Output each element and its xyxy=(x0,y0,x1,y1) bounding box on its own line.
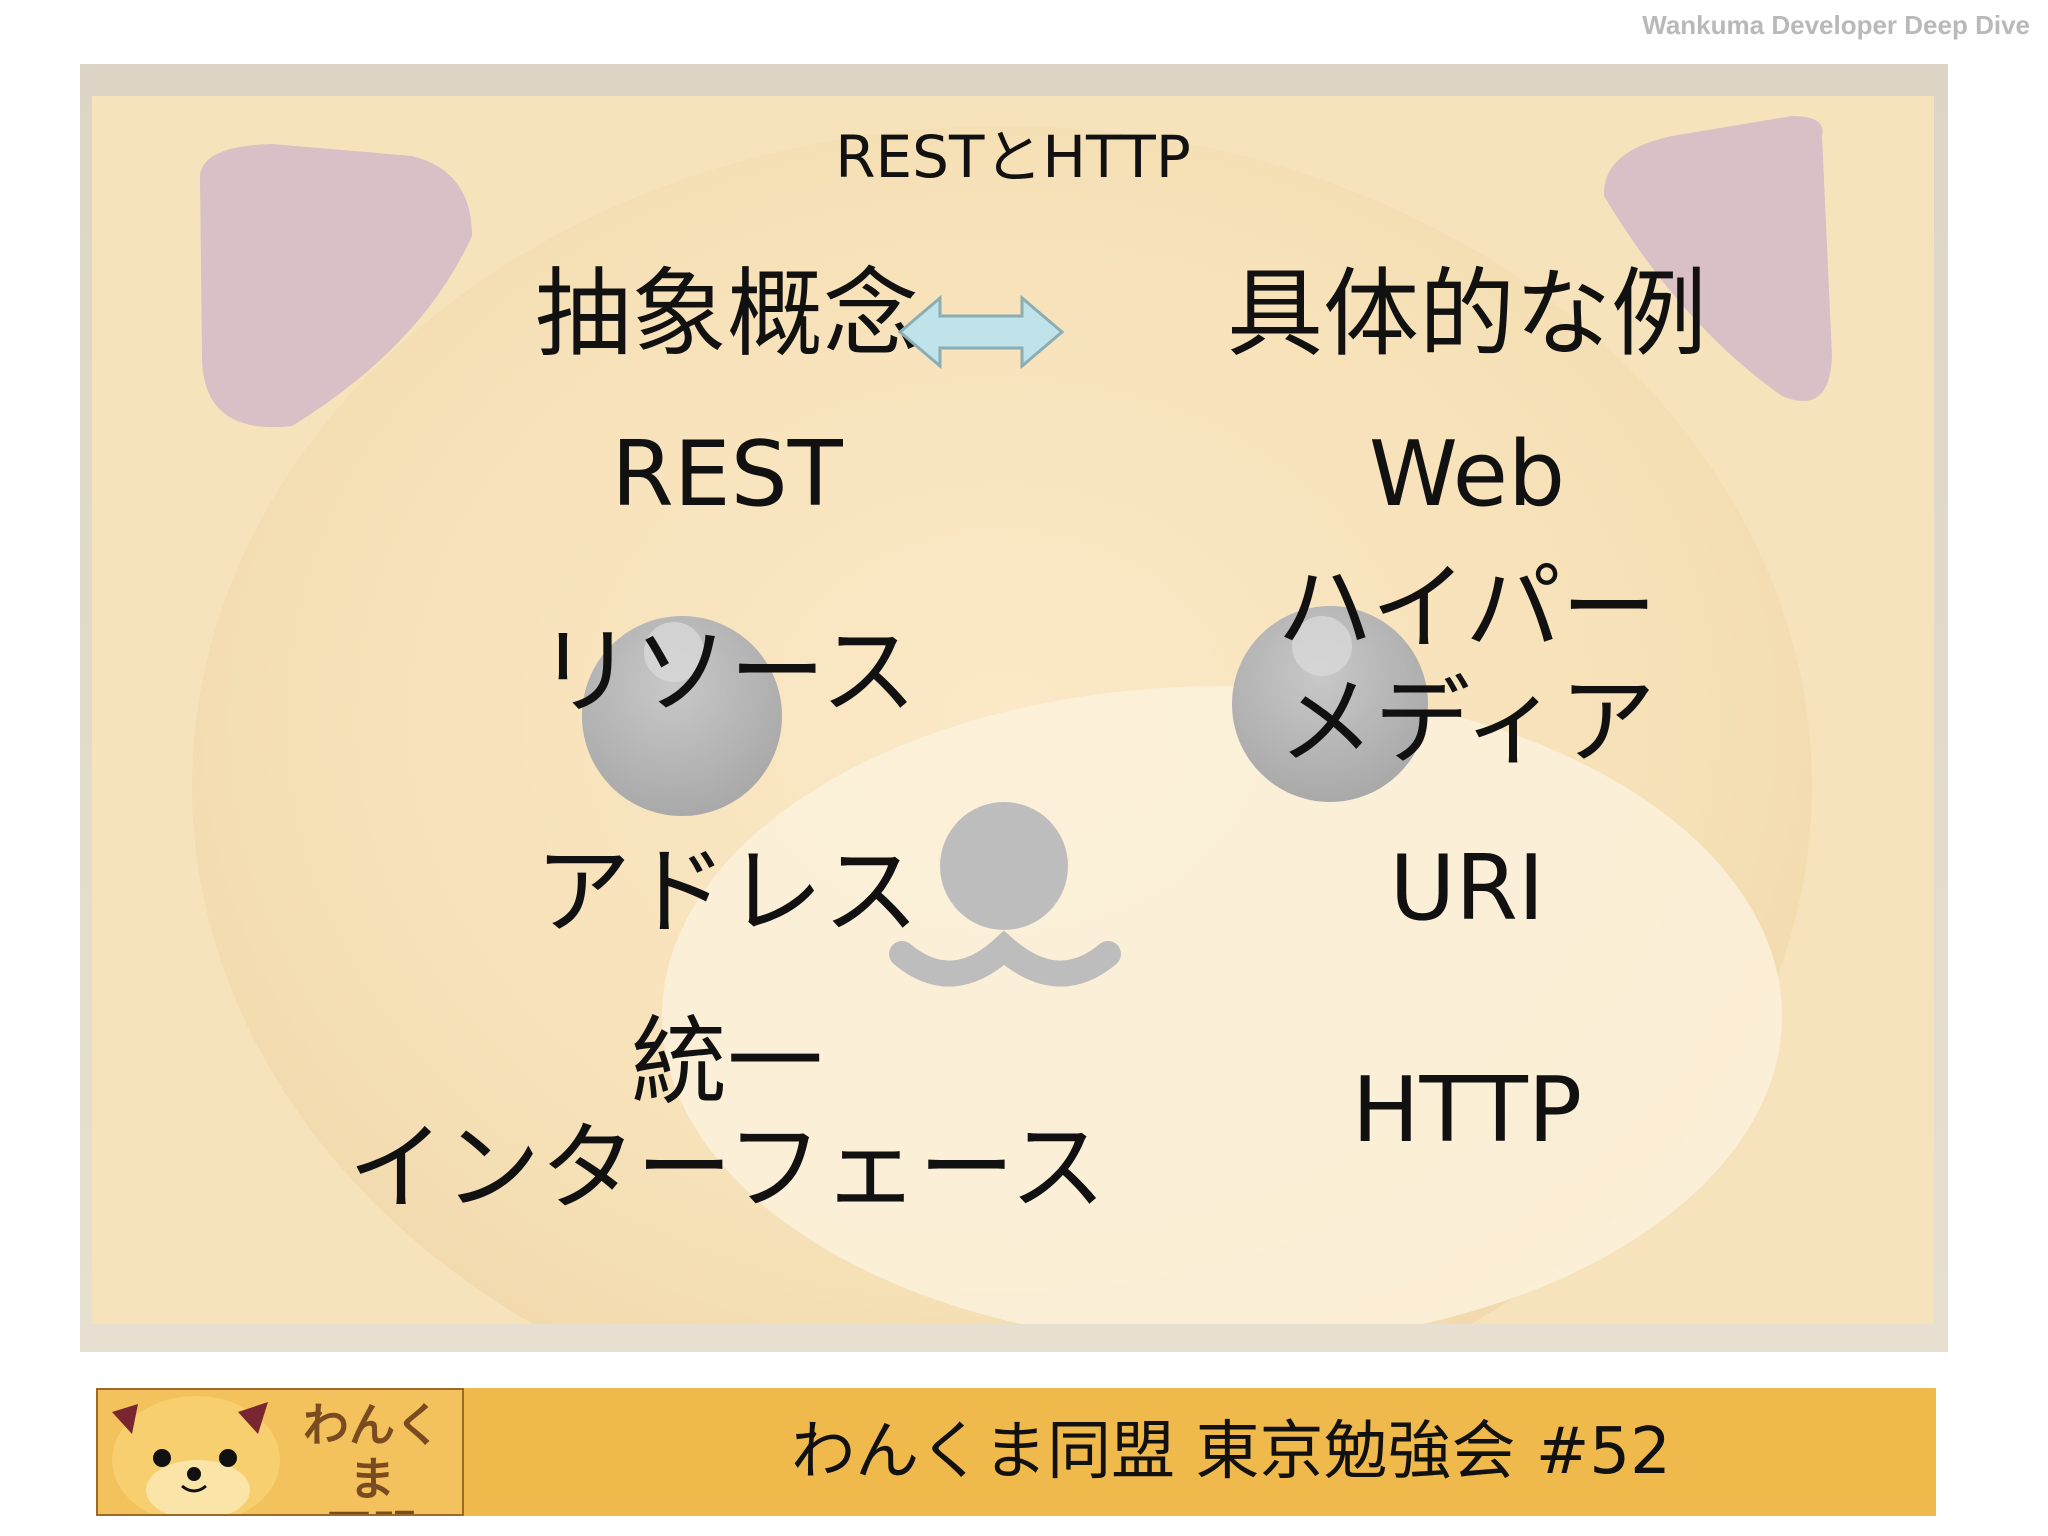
logo-text-line1: わんくま xyxy=(303,1398,441,1506)
left-item-resource: リソース xyxy=(537,616,917,728)
slide-title: RESTとHTTP xyxy=(835,123,1191,191)
double-arrow-icon xyxy=(897,294,1065,370)
left-item-uniform: 統一 xyxy=(631,1006,823,1118)
right-ear-shape xyxy=(1603,116,1832,401)
left-eye-shape xyxy=(582,616,782,816)
slide: RESTとHTTP 抽象概念 具体的な例 REST Web リソース ハイパー … xyxy=(92,96,1934,1324)
right-heading: 具体的な例 xyxy=(1227,258,1707,370)
footer-bar: わんくま 同盟 わんくま同盟 東京勉強会 #52 xyxy=(96,1388,1936,1516)
bear-logo-icon xyxy=(112,1396,280,1514)
right-item-hyper: ハイパー xyxy=(1276,552,1658,664)
bear-face-background xyxy=(92,96,1934,1324)
right-eye-shape xyxy=(1232,606,1428,802)
brand-label: Wankuma Developer Deep Dive xyxy=(1642,10,2030,40)
footer-title: わんくま同盟 東京勉強会 #52 xyxy=(791,1415,1671,1489)
left-heading: 抽象概念 xyxy=(535,258,919,370)
right-item-web: Web xyxy=(1368,422,1566,527)
nose-shape xyxy=(940,802,1068,930)
left-item-address: アドレス xyxy=(535,836,919,948)
logo-text-line2: 同盟 xyxy=(284,1506,460,1514)
left-ear-shape xyxy=(200,144,472,428)
left-item-rest: REST xyxy=(611,422,843,527)
mouth-shape xyxy=(889,930,1121,987)
right-item-http: HTTP xyxy=(1351,1058,1583,1163)
right-item-media: メディア xyxy=(1278,666,1656,778)
right-item-uri: URI xyxy=(1389,836,1545,941)
left-item-interface: インターフェース xyxy=(348,1112,1106,1224)
wankuma-logo: わんくま 同盟 xyxy=(96,1388,464,1516)
